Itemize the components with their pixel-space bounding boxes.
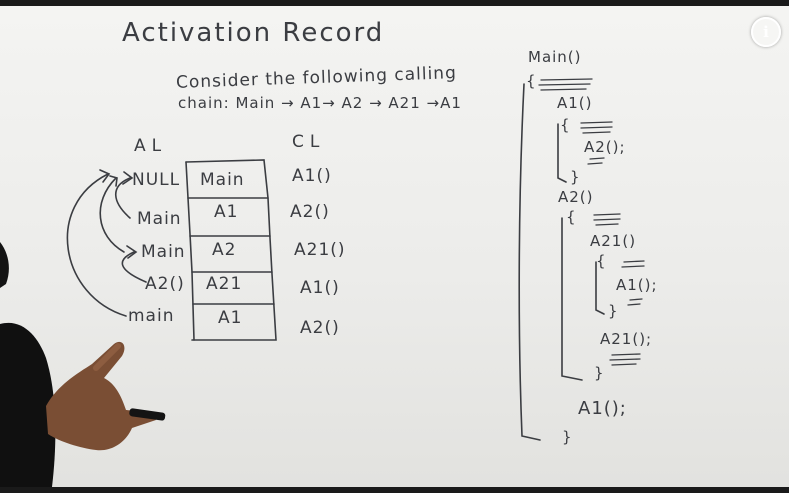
cl-header: CL xyxy=(292,132,326,152)
code-a1-call-a2: A2(); xyxy=(584,138,626,156)
code-a21-close: } xyxy=(608,302,619,320)
code-a21-call-a1: A1(); xyxy=(616,276,658,294)
access-link-arrows xyxy=(66,169,147,317)
code-a21-def: A21() xyxy=(590,232,637,250)
stack-box xyxy=(185,159,277,341)
code-a2-close: } xyxy=(594,364,605,382)
al-label-2: Main xyxy=(137,209,182,229)
code-main-close: } xyxy=(562,428,573,446)
cl-label-1: A1() xyxy=(292,166,332,186)
stack-cell-1: Main xyxy=(200,170,245,190)
stack-cell-5: A1 xyxy=(218,308,243,328)
code-scribbles xyxy=(538,78,645,366)
stack-cell-2: A1 xyxy=(214,202,239,222)
code-a2-def: A2() xyxy=(558,188,594,206)
cl-label-2: A2() xyxy=(290,202,330,222)
code-main-call-a1: A1(); xyxy=(578,398,627,419)
cl-label-4: A1() xyxy=(300,278,340,298)
code-a1-open: { xyxy=(560,116,571,134)
code-a1-close: } xyxy=(570,168,581,186)
code-a21-open: { xyxy=(596,252,607,270)
board-strokes xyxy=(66,78,645,441)
al-header: AL xyxy=(134,136,168,156)
al-label-5: main xyxy=(128,306,175,326)
info-icon[interactable]: i xyxy=(751,17,781,47)
stack-cell-3: A2 xyxy=(212,240,237,260)
code-main-open: { xyxy=(526,72,537,90)
consider-line-2: chain: Main → A1→ A2 → A21 →A1 xyxy=(178,94,462,112)
code-brackets xyxy=(518,83,605,441)
code-main-header: Main() xyxy=(528,48,582,66)
cl-label-3: A21() xyxy=(294,240,346,260)
board-title: Activation Record xyxy=(122,18,385,48)
al-label-3: Main xyxy=(141,242,186,262)
presenter-hand xyxy=(0,242,166,487)
code-a1-def: A1() xyxy=(557,94,593,112)
al-label-4: A2() xyxy=(145,274,185,294)
al-label-1: NULL xyxy=(132,170,181,190)
stack-cell-4: A21 xyxy=(206,274,243,294)
code-a2-open: { xyxy=(566,208,577,226)
whiteboard: Activation Record Consider the following… xyxy=(0,6,789,487)
code-a2-call-a21: A21(); xyxy=(600,330,653,348)
cl-label-5: A2() xyxy=(300,318,340,338)
